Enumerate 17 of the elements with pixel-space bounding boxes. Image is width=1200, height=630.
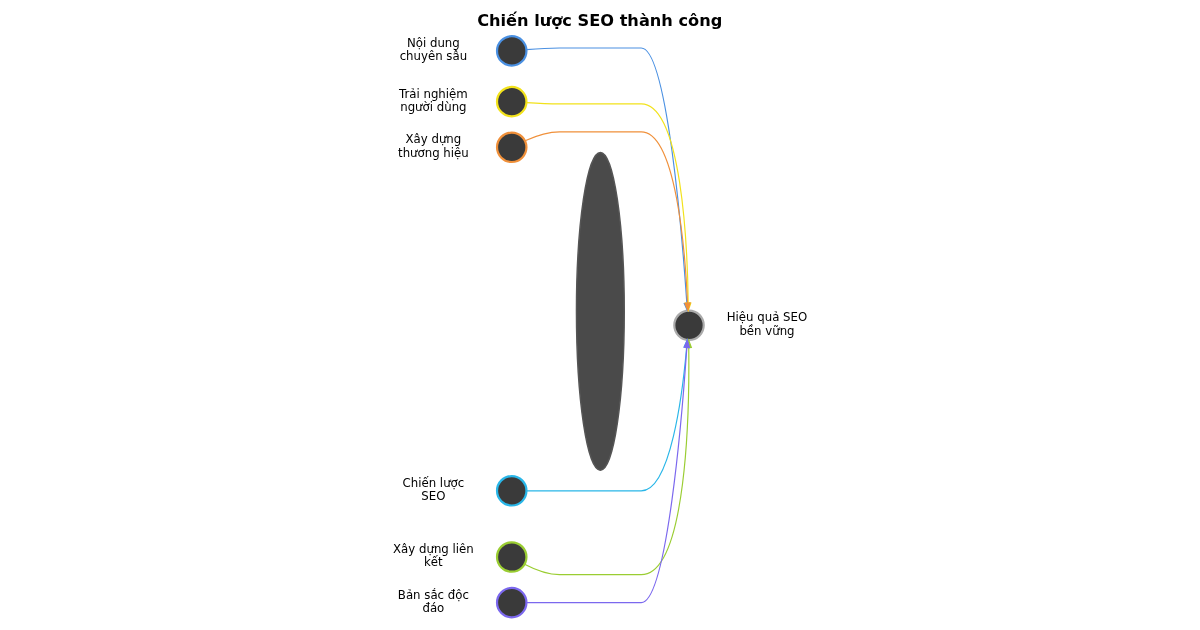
node-circle [495, 131, 528, 164]
node-label: Trải nghiệm người dùng [399, 86, 468, 115]
node-label: Xây dựng thương hiệu [398, 132, 469, 160]
node-label: Nội dung chuyên sâu [399, 36, 468, 64]
node-label: Hiệu quả SEO bền vững [726, 310, 808, 338]
node-label: Chiến lược SEO [402, 475, 465, 504]
node-circle [495, 475, 528, 507]
node-label: Bản sắc độc đáo [397, 587, 469, 616]
node-circle [495, 541, 528, 573]
node-circle [495, 85, 528, 118]
node-circle [673, 309, 705, 342]
arrow [525, 47, 691, 313]
node-lens [575, 151, 625, 471]
node-circle [495, 35, 528, 67]
node-circle [495, 586, 528, 619]
node-label: Xây dựng liên kết [393, 542, 474, 570]
diagram-title: Chiến lược SEO thành công [477, 11, 723, 31]
